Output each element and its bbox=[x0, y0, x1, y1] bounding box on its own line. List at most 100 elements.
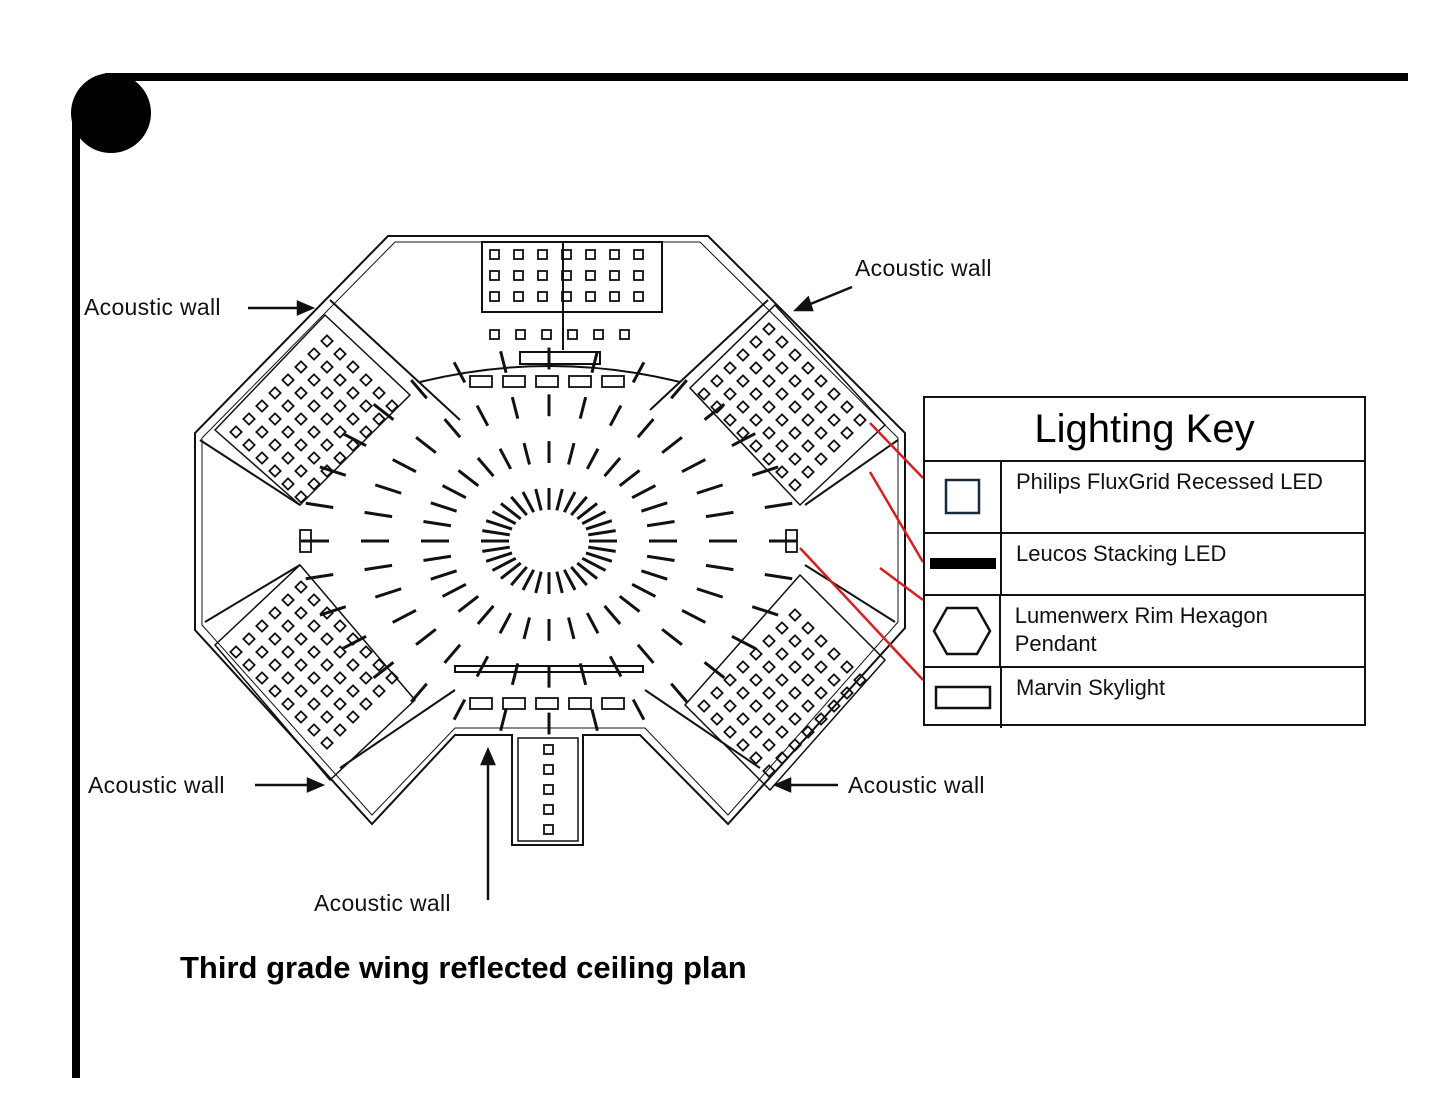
fixture-mark bbox=[242, 438, 256, 452]
radial-light-segment bbox=[567, 442, 576, 465]
skylight-mark bbox=[469, 697, 493, 710]
fixture-mark bbox=[788, 478, 802, 492]
fixture-mark bbox=[294, 464, 308, 478]
fixture-mark bbox=[762, 660, 776, 674]
fixture-mark bbox=[513, 291, 524, 302]
skylight-mark bbox=[469, 375, 493, 388]
fixture-mark bbox=[633, 291, 644, 302]
fixture-mark bbox=[372, 684, 386, 698]
fixture-mark bbox=[489, 270, 500, 281]
fixture-mark bbox=[736, 374, 750, 388]
radial-light-segment bbox=[646, 554, 675, 562]
fixture-mark bbox=[385, 671, 399, 685]
radial-light-segment bbox=[499, 561, 522, 580]
fixture-mark bbox=[710, 712, 724, 726]
fixture-mark bbox=[359, 425, 373, 439]
radial-light-segment bbox=[731, 432, 756, 447]
fixture-mark bbox=[307, 671, 321, 685]
radial-light-segment bbox=[585, 612, 600, 634]
radial-light-segment bbox=[581, 557, 607, 572]
radial-light-segment bbox=[588, 529, 616, 537]
key-label: Marvin Skylight bbox=[1016, 675, 1166, 700]
fixture-mark bbox=[281, 619, 295, 633]
fixture-mark bbox=[840, 426, 854, 440]
radial-light-segment bbox=[705, 563, 734, 572]
radial-light-segment bbox=[562, 569, 577, 591]
fixture-mark bbox=[242, 658, 256, 672]
fixture-mark bbox=[762, 322, 776, 336]
radial-light-segment bbox=[364, 563, 393, 572]
fixture-mark bbox=[801, 647, 815, 661]
fixture-mark bbox=[736, 712, 750, 726]
radial-light-segment bbox=[618, 469, 641, 488]
fixture-mark bbox=[543, 744, 554, 755]
fixture-mark bbox=[333, 451, 347, 465]
radial-light-segment bbox=[570, 565, 588, 587]
fixture-mark bbox=[543, 824, 554, 835]
acoustic-wall-label-top-left: Acoustic wall bbox=[84, 294, 221, 320]
fixture-mark bbox=[294, 490, 308, 504]
fixture-mark bbox=[359, 373, 373, 387]
radial-light-segment bbox=[374, 587, 402, 599]
fixture-mark bbox=[749, 439, 763, 453]
fixture-mark bbox=[320, 412, 334, 426]
fixture-mark bbox=[372, 412, 386, 426]
key-row: Leucos Stacking LED bbox=[925, 534, 1364, 596]
fixture-mark bbox=[294, 580, 308, 594]
fixture-mark bbox=[697, 699, 711, 713]
fixture-mark bbox=[585, 270, 596, 281]
fixture-mark bbox=[788, 426, 802, 440]
skylight-mark bbox=[502, 697, 526, 710]
frame-corner-dot bbox=[71, 73, 151, 153]
plan-walls bbox=[194, 235, 906, 846]
radial-light-segment bbox=[555, 571, 564, 594]
plan-fixtures bbox=[229, 249, 867, 835]
radial-light-segment bbox=[482, 529, 510, 537]
radial-light-segment bbox=[764, 572, 793, 581]
fixture-mark bbox=[333, 671, 347, 685]
radial-light-segment bbox=[391, 458, 417, 473]
fixture-mark bbox=[281, 593, 295, 607]
radial-light-segment bbox=[510, 565, 528, 587]
radial-light-segment bbox=[485, 551, 513, 563]
inner-wall bbox=[201, 241, 899, 816]
fixture-mark bbox=[242, 412, 256, 426]
hexagon-icon bbox=[925, 596, 1001, 666]
fixture-mark bbox=[281, 645, 295, 659]
fixture-mark bbox=[359, 645, 373, 659]
radial-light-segment bbox=[681, 609, 707, 624]
radial-light-segment bbox=[703, 661, 726, 679]
fixture-mark bbox=[268, 464, 282, 478]
fixture-mark bbox=[489, 329, 500, 340]
fixture-mark bbox=[320, 736, 334, 750]
radial-light-segment bbox=[603, 604, 622, 625]
skylight-mark bbox=[568, 697, 592, 710]
radial-light-segment bbox=[499, 350, 508, 374]
radial-light-segment bbox=[443, 643, 462, 664]
fixture-mark bbox=[333, 425, 347, 439]
fixture-mark bbox=[320, 334, 334, 348]
fixture-mark bbox=[294, 658, 308, 672]
fixture-mark bbox=[268, 606, 282, 620]
fixture-mark bbox=[749, 647, 763, 661]
fixture-mark bbox=[710, 400, 724, 414]
fixture-mark bbox=[762, 686, 776, 700]
radial-light-segment bbox=[498, 612, 513, 634]
fixture-mark bbox=[853, 413, 867, 427]
radial-light-segment bbox=[681, 458, 707, 473]
acoustic-wall-label-bottom-right: Acoustic wall bbox=[848, 772, 985, 798]
fixture-mark bbox=[281, 399, 295, 413]
fixture-mark bbox=[242, 632, 256, 646]
fixture-mark bbox=[333, 373, 347, 387]
frame-top-bar bbox=[105, 73, 1408, 81]
radial-light-segment bbox=[608, 655, 623, 678]
fixture-mark bbox=[814, 426, 828, 440]
square-icon bbox=[925, 462, 1002, 532]
fixture-mark bbox=[359, 399, 373, 413]
radial-light-segment bbox=[751, 605, 779, 617]
radial-light-segment bbox=[576, 561, 599, 580]
fixture-mark bbox=[827, 699, 841, 713]
fixture-mark bbox=[723, 673, 737, 687]
fixture-mark bbox=[736, 400, 750, 414]
fixture-mark bbox=[736, 348, 750, 362]
